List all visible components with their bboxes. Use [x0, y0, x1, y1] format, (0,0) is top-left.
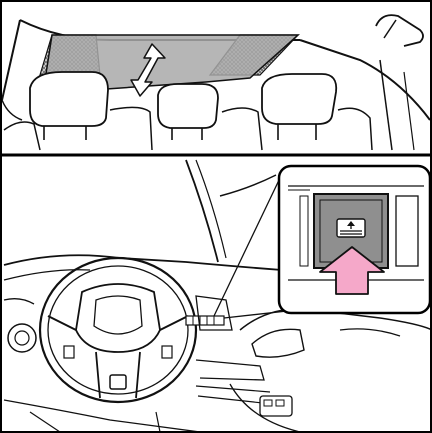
- switch-closeup-callout: [279, 166, 430, 313]
- dash-switch-row: [186, 316, 224, 325]
- sunshade-switch-icon: [337, 219, 365, 237]
